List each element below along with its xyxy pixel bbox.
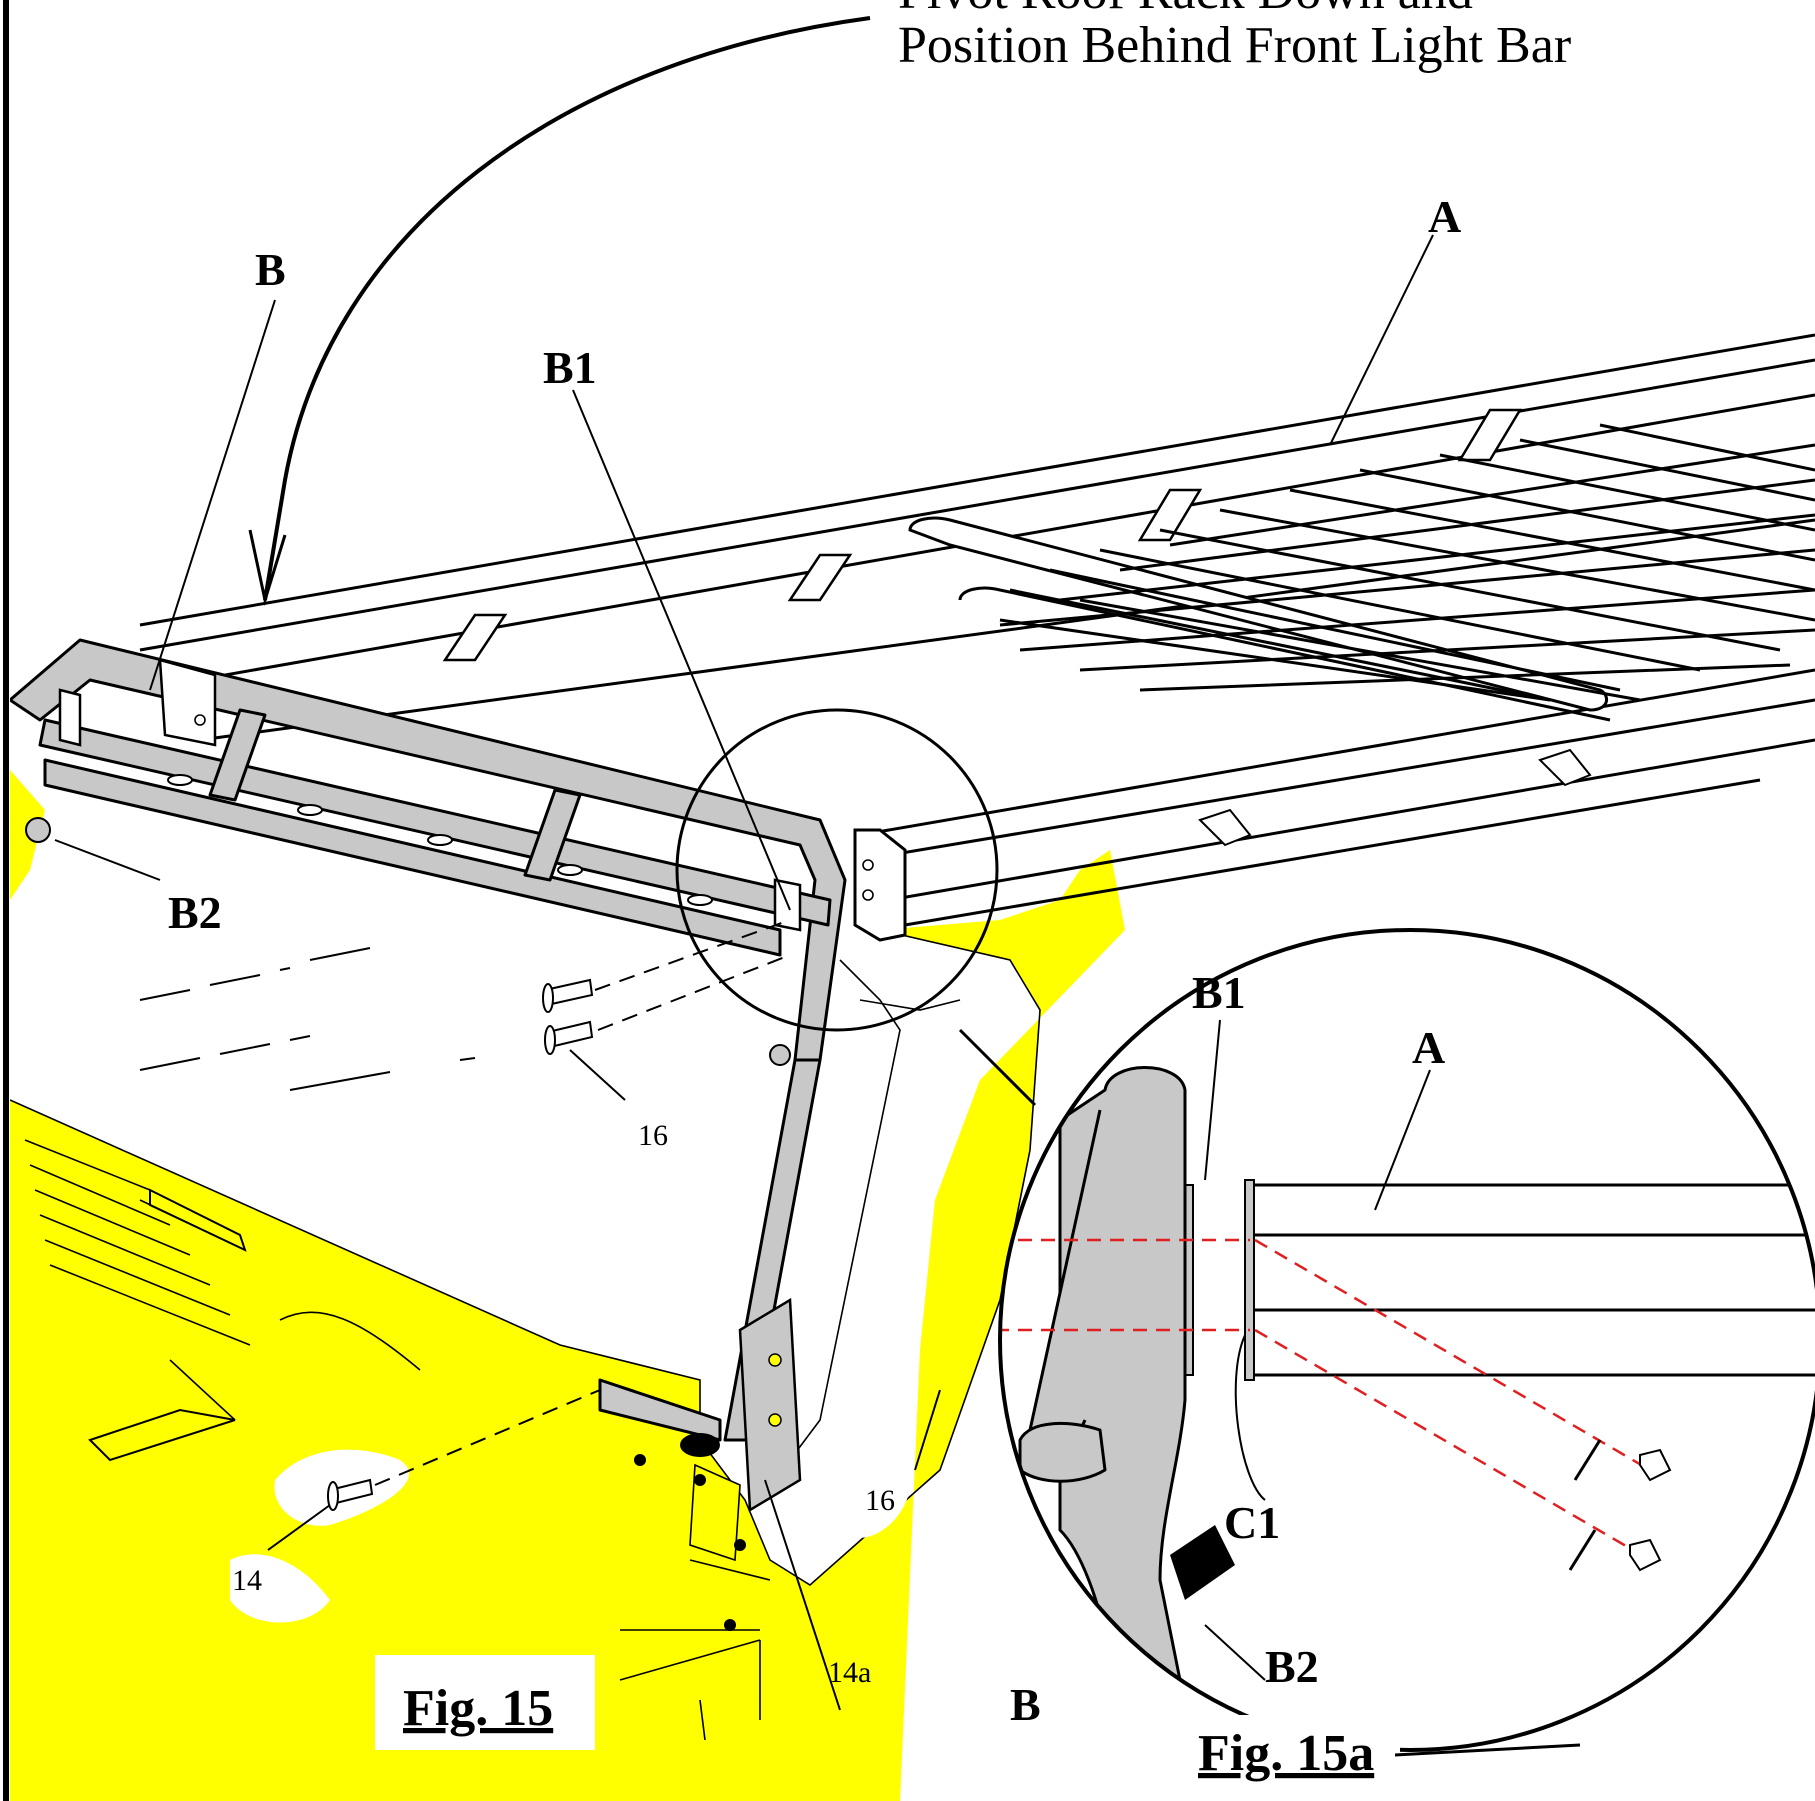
callout-16-lower: 16 <box>865 1484 895 1517</box>
detail-callout-B1: B1 <box>1192 967 1246 1018</box>
detail-callout-B2: B2 <box>1265 1641 1319 1692</box>
callout-B2: B2 <box>168 887 222 938</box>
callout-B1: B1 <box>543 342 597 393</box>
detail-highlight-circle <box>675 708 999 1032</box>
callout-A: A <box>1428 191 1461 242</box>
windshield-lines <box>139 947 476 1091</box>
figure-15a-label: Fig. 15a <box>1198 1725 1374 1782</box>
light-bar <box>10 638 847 1513</box>
pivot-arrow <box>248 16 871 606</box>
detail-view <box>998 928 1815 1795</box>
instruction-line-2: Position Behind Front Light Bar <box>898 17 1571 74</box>
instruction-line-1: Pivot Roof Rack Down and <box>898 0 1473 20</box>
hood-vents <box>24 1139 421 1462</box>
callout-B: B <box>255 244 286 295</box>
detail-callout-C1: C1 <box>1224 1497 1280 1548</box>
callout-16: 16 <box>638 1119 668 1152</box>
figure-15-label: Fig. 15 <box>403 1680 553 1737</box>
rack-mesh <box>999 423 1815 702</box>
callout-14a: 14a <box>828 1656 871 1689</box>
detail-callout-B: B <box>1010 1679 1041 1730</box>
bolt-hardware <box>327 919 791 1511</box>
detail-callout-A: A <box>1412 1022 1445 1073</box>
roof-rack <box>139 333 1815 942</box>
fig-15-label-box <box>375 1655 595 1750</box>
callout-14: 14 <box>232 1564 262 1597</box>
